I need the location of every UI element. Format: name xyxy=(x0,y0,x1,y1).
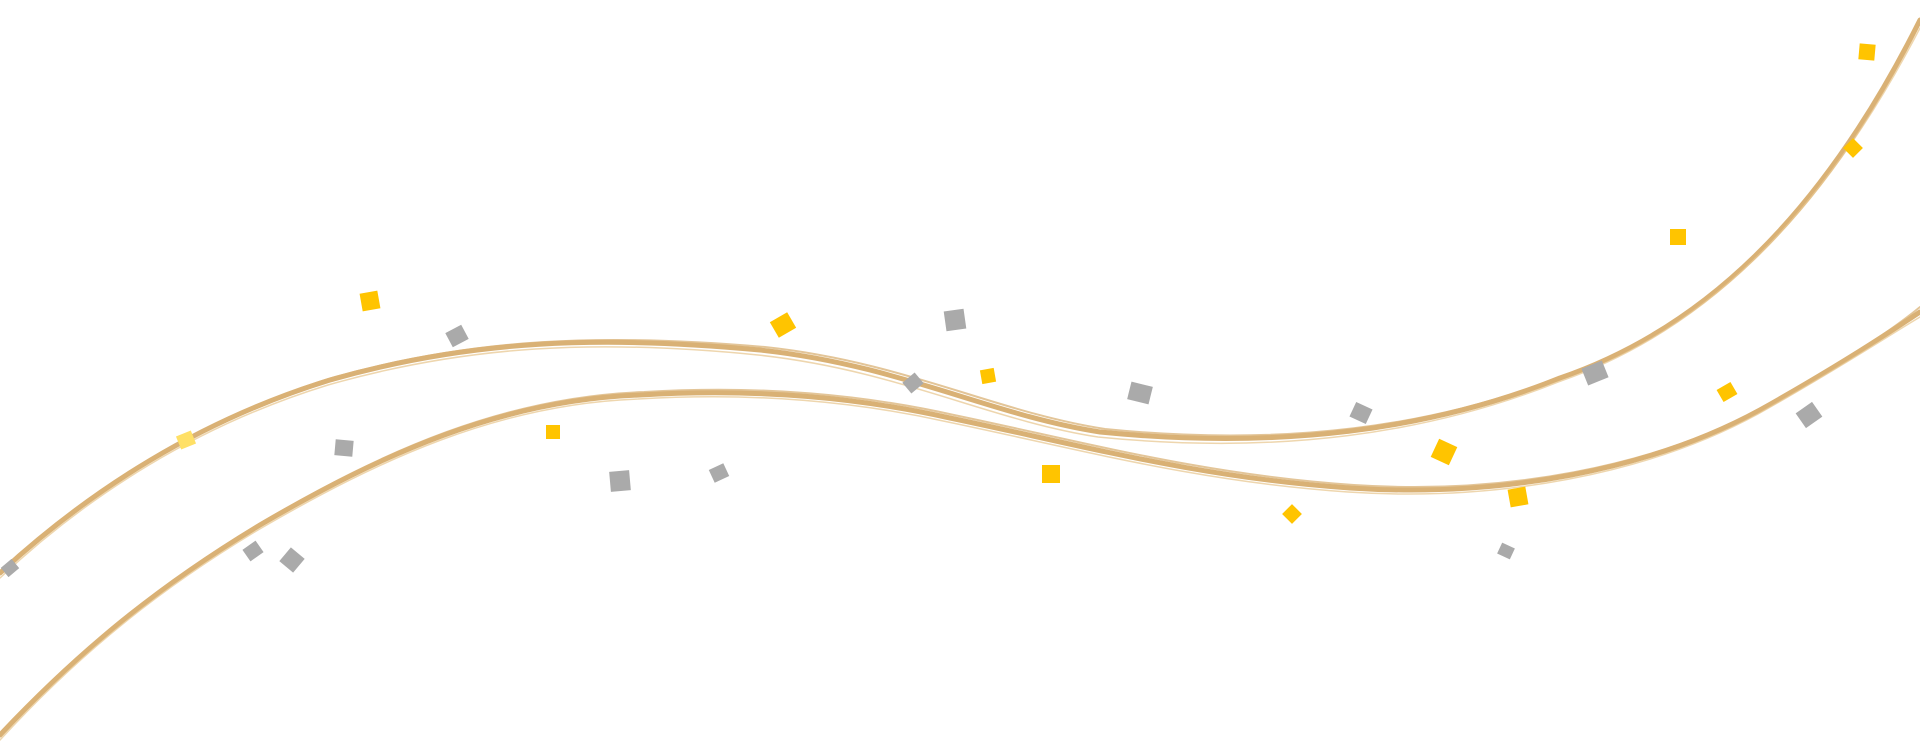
confetti-gold xyxy=(1858,43,1876,61)
confetti-gold xyxy=(359,290,381,312)
confetti-gray xyxy=(1349,401,1373,425)
confetti-gray xyxy=(0,558,20,578)
confetti-gold xyxy=(1507,486,1529,508)
confetti-gray xyxy=(242,540,264,562)
confetti-gold xyxy=(979,367,997,385)
confetti-gold xyxy=(769,312,797,338)
confetti-gold xyxy=(1670,229,1686,245)
confetti-gray xyxy=(943,308,967,332)
confetti-gray xyxy=(1581,360,1609,386)
confetti-group xyxy=(0,43,1876,578)
confetti-gray xyxy=(708,463,730,483)
upper-ribbon-texture-1 xyxy=(2,24,1919,570)
confetti-gray xyxy=(1497,542,1515,560)
confetti-gray xyxy=(334,439,354,457)
confetti-gray xyxy=(1795,401,1823,429)
confetti-gold xyxy=(1716,381,1738,403)
confetti-gray xyxy=(609,470,631,492)
confetti-gray xyxy=(445,324,469,348)
confetti-gold xyxy=(1430,438,1458,466)
lower-ribbon-main-stroke xyxy=(0,309,1920,738)
confetti-gold xyxy=(1843,138,1863,158)
upper-ribbon xyxy=(0,17,1920,579)
confetti-light-yellow xyxy=(175,430,197,450)
confetti-gold xyxy=(1282,504,1302,524)
confetti-gray xyxy=(279,547,305,573)
lower-ribbon-texture-2 xyxy=(0,316,1920,741)
confetti-gold xyxy=(546,425,560,439)
confetti-gray xyxy=(902,372,924,394)
confetti-gold xyxy=(1042,465,1060,483)
lower-ribbon xyxy=(0,306,1920,741)
lower-ribbon-texture-1 xyxy=(2,306,1920,731)
upper-ribbon-texture-2 xyxy=(0,27,1920,579)
confetti-gray xyxy=(1127,381,1153,405)
